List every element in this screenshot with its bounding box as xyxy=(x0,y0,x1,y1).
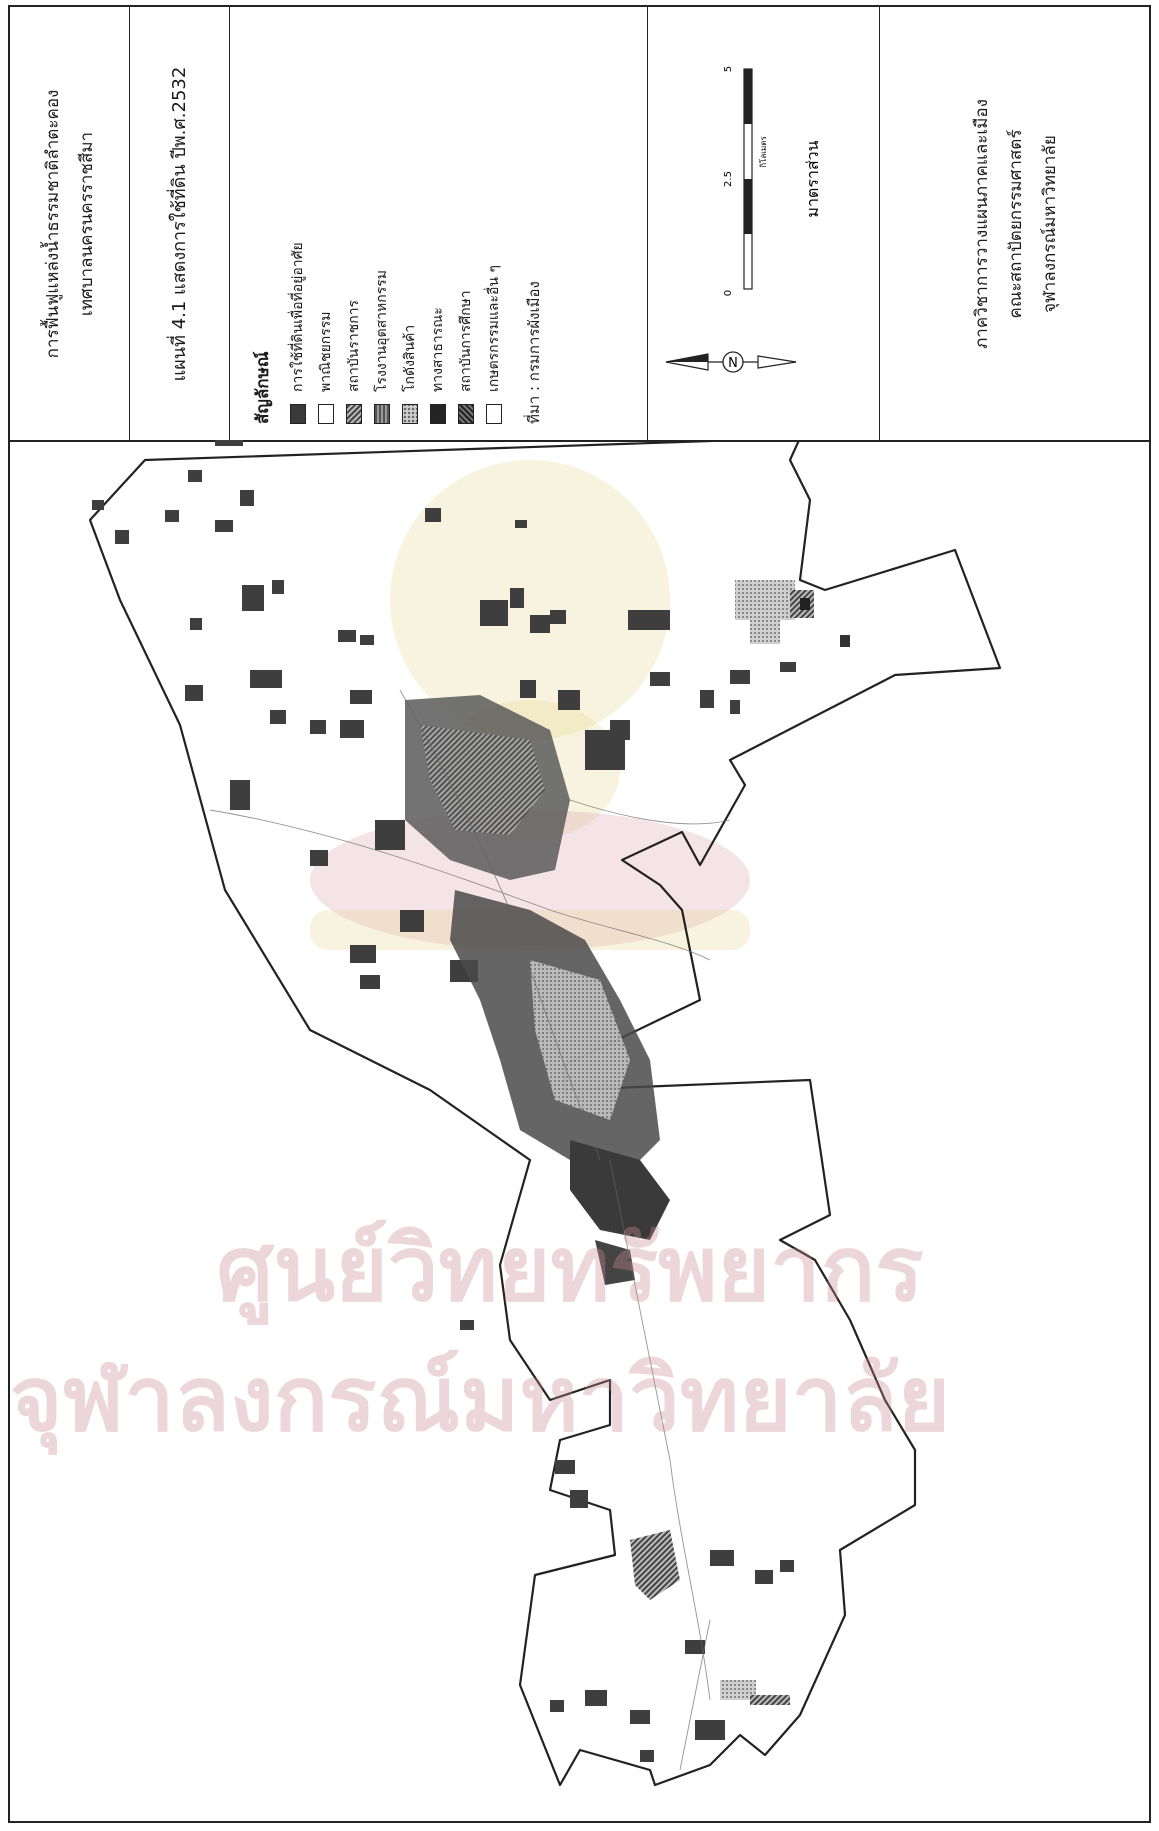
title-block: การฟื้นฟูแหล่งน้ำธรรมชาติลำตะคอง เทศบาลน… xyxy=(10,7,1149,442)
legend-item-residential: การใช้ที่ดินเพื่อที่อยู่อาศัย xyxy=(284,24,312,424)
legend: สัญลักษณ์ การใช้ที่ดินเพื่อที่อยู่อาศัย … xyxy=(249,24,629,424)
legend-cell: สัญลักษณ์ การใช้ที่ดินเพื่อที่อยู่อาศัย … xyxy=(230,7,648,440)
legend-swatch xyxy=(429,403,446,424)
legend-swatch xyxy=(401,403,418,424)
legend-item-public: ทางสาธารณะ xyxy=(424,24,452,424)
watermark-line-2: จุฬาลงกรณ์มหาวิทยาลัย xyxy=(10,1347,950,1456)
legend-item-warehouse: โกดังสินค้า xyxy=(396,24,424,424)
institution: ภาควิชาการวางแผนภาคและเมือง คณะสถาปัตยกร… xyxy=(965,99,1067,349)
scale-graphic: N 0 2.5 5 กิโลเมตร มาตราส่วน xyxy=(665,66,822,373)
institution-line-2: คณะสถาปัตยกรรมศาสตร์ xyxy=(1005,129,1026,318)
legend-swatch xyxy=(317,403,334,424)
map-title-cell: แผนที่ 4.1 แสดงการใช้ที่ดิน ปีพ.ศ.2532 xyxy=(130,7,230,440)
project-title-line-1: การฟื้นฟูแหล่งน้ำธรรมชาติลำตะคอง xyxy=(42,89,63,358)
scale-tick-2-5: 2.5 xyxy=(723,171,734,187)
institution-line-3: จุฬาลงกรณ์มหาวิทยาลัย xyxy=(1039,134,1060,313)
project-title-cell: การฟื้นฟูแหล่งน้ำธรรมชาติลำตะคอง เทศบาลน… xyxy=(10,7,130,440)
legend-swatch xyxy=(457,403,474,424)
scale-unit: กิโลเมตร xyxy=(758,136,768,168)
southern-parcels xyxy=(460,1320,794,1762)
map-sheet: การฟื้นฟูแหล่งน้ำธรรมชาติลำตะคอง เทศบาลน… xyxy=(8,5,1151,1823)
roads xyxy=(209,689,731,1771)
scale-cell: N 0 2.5 5 กิโลเมตร มาตราส่วน xyxy=(648,7,880,440)
legend-items: การใช้ที่ดินเพื่อที่อยู่อาศัย พาณิชยกรรม… xyxy=(284,24,508,424)
legend-title: สัญลักษณ์ xyxy=(252,350,273,424)
legend-item-industrial: โรงงานอุตสาหกรรม xyxy=(368,24,396,424)
municipal-boundary xyxy=(88,436,1002,1787)
institution-cell: ภาควิชาการวางแผนภาคและเมือง คณะสถาปัตยกร… xyxy=(880,7,1151,440)
legend-item-commercial: พาณิชยกรรม xyxy=(312,24,340,424)
watermark-seal xyxy=(310,460,750,950)
legend-swatch xyxy=(289,403,306,424)
legend-swatch xyxy=(345,403,362,424)
scale-title: มาตราส่วน xyxy=(803,140,822,217)
north-arrow-icon: N xyxy=(665,351,797,373)
legend-source: ที่มา : กรมการผังเมือง xyxy=(524,280,543,424)
scale-tick-5: 5 xyxy=(723,66,734,72)
land-use-map: ศูนย์วิทยทรัพยากร จุฬาลงกรณ์มหาวิทยาลัย xyxy=(10,430,1149,1821)
institution-line-1: ภาควิชาการวางแผนภาคและเมือง xyxy=(971,98,992,349)
legend-swatch xyxy=(373,403,390,424)
scale-tick-0: 0 xyxy=(723,290,734,296)
project-title: การฟื้นฟูแหล่งน้ำธรรมชาติลำตะคอง เทศบาลน… xyxy=(36,89,104,358)
legend-item-education: สถาบันการศึกษา xyxy=(452,24,480,424)
watermark-line-1: ศูนย์วิทยทรัพยากร xyxy=(216,1217,923,1325)
project-title-line-2: เทศบาลนครนครราชสีมา xyxy=(76,131,97,316)
scale-bar: 0 2.5 5 กิโลเมตร xyxy=(723,66,768,296)
legend-swatch xyxy=(485,403,502,424)
north-letter: N xyxy=(728,356,738,371)
map-title: แผนที่ 4.1 แสดงการใช้ที่ดิน ปีพ.ศ.2532 xyxy=(168,66,190,381)
urban-core xyxy=(405,695,670,1285)
industrial-area xyxy=(735,580,850,647)
legend-item-agriculture: เกษตรกรรมและอื่น ๆ xyxy=(480,24,508,424)
map-canvas: ศูนย์วิทยทรัพยากร จุฬาลงกรณ์มหาวิทยาลัย xyxy=(10,430,1002,1787)
legend-item-government: สถาบันราชการ xyxy=(340,24,368,424)
